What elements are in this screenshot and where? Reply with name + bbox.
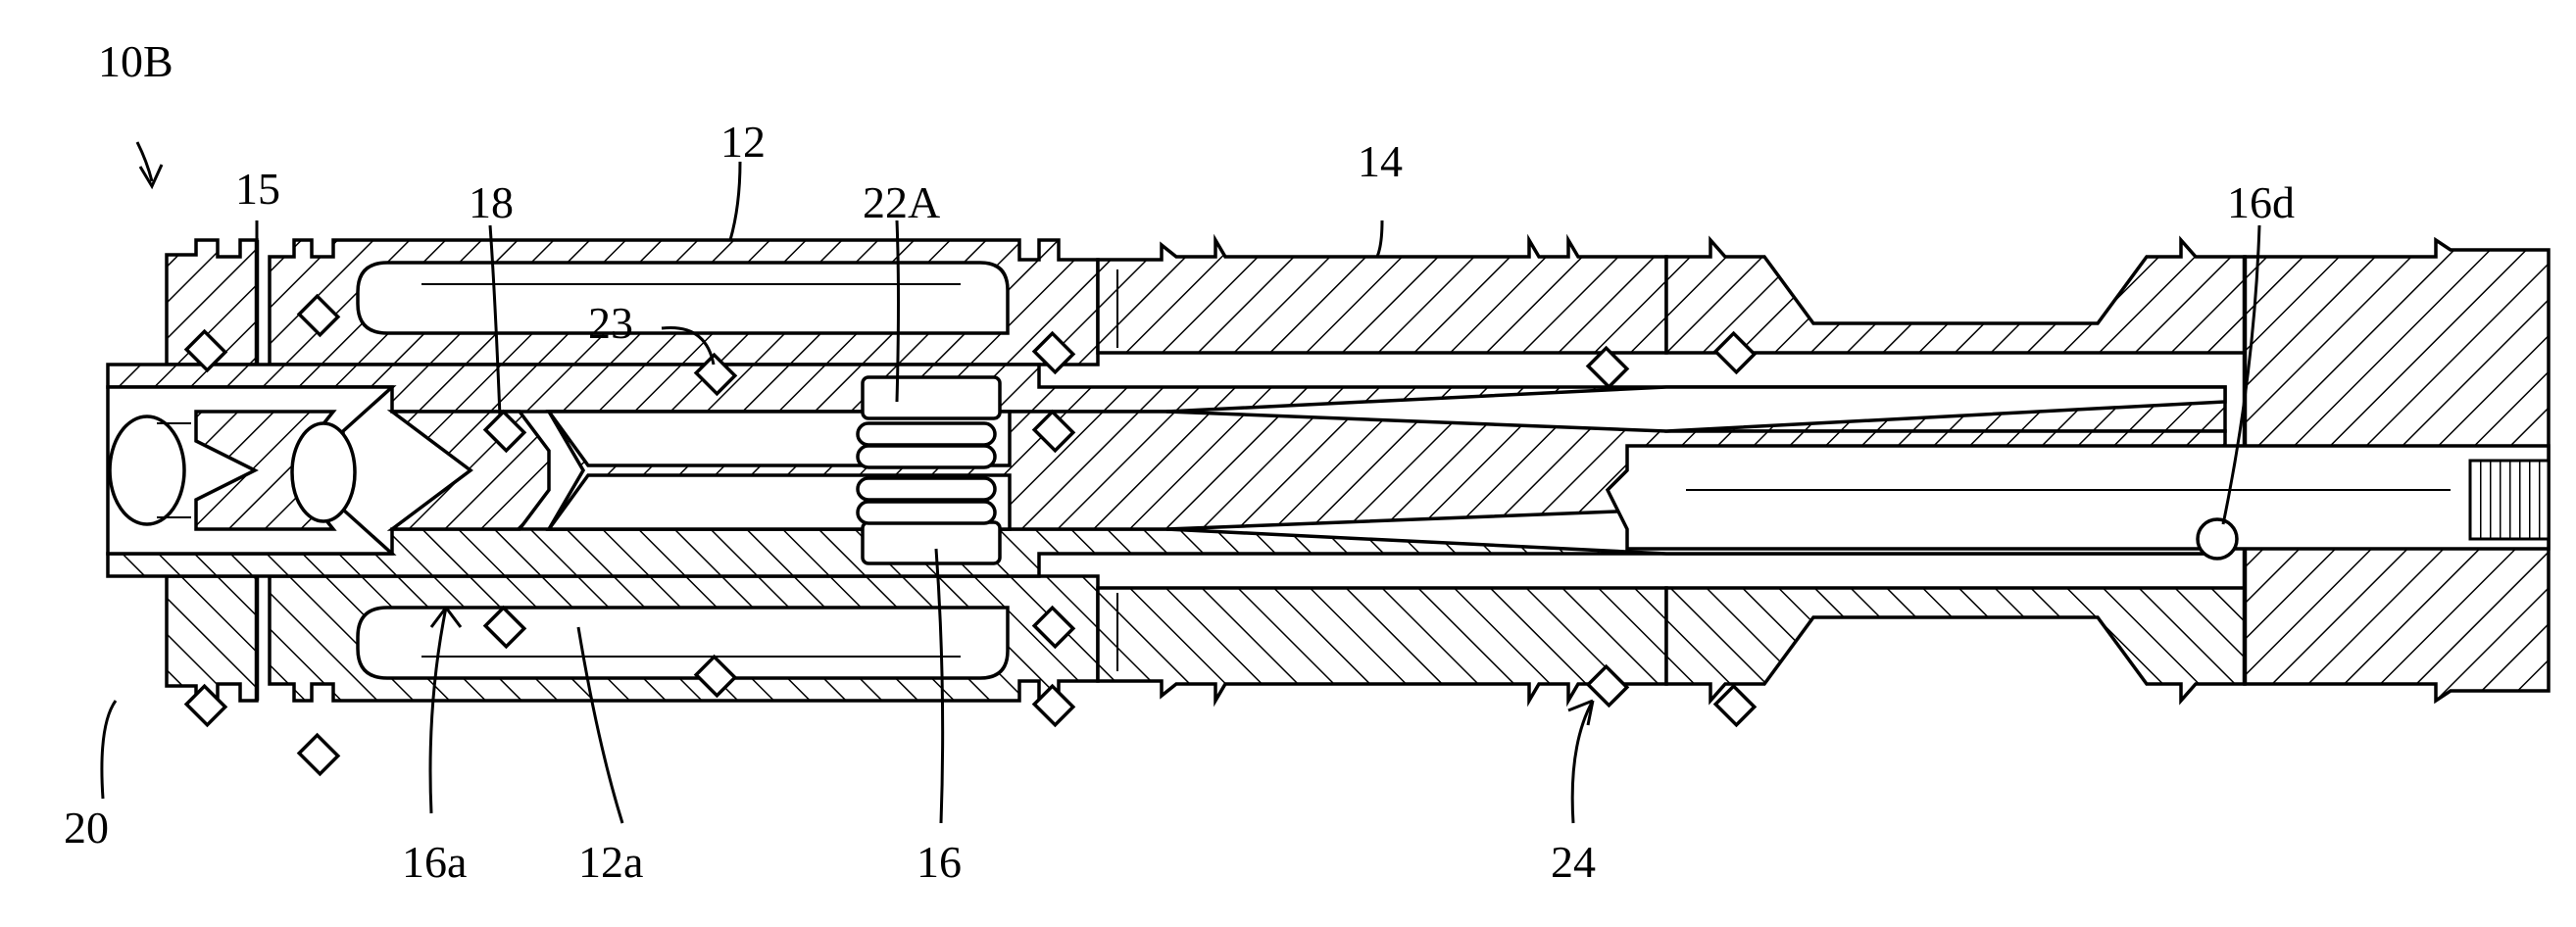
label-12: 12	[720, 117, 766, 167]
label-24: 24	[1551, 837, 1596, 887]
label-20: 20	[64, 803, 109, 853]
label-16a: 16a	[402, 837, 467, 887]
label-16d: 16d	[2227, 177, 2295, 227]
label-22A: 22A	[863, 177, 940, 227]
label-23: 23	[588, 298, 633, 348]
label-10B: 10B	[98, 36, 173, 86]
label-12a: 12a	[578, 837, 643, 887]
label-16: 16	[916, 837, 962, 887]
inlet-port-20	[108, 387, 392, 554]
label-18: 18	[469, 177, 514, 227]
label-15: 15	[235, 164, 280, 214]
label-14: 14	[1358, 136, 1403, 186]
